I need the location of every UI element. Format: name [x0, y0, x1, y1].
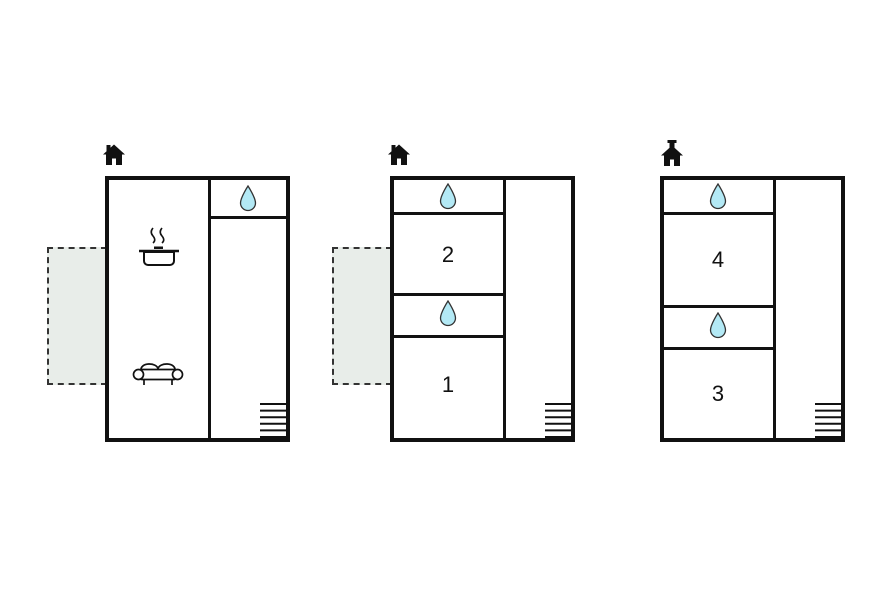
interior-wall [773, 180, 776, 438]
room-label: 4 [711, 247, 725, 272]
floor-plan-second: 4 3 [660, 176, 845, 442]
floor-plan-first: 2 1 [390, 176, 575, 442]
stairs-icon [545, 403, 571, 438]
water-drop-icon [709, 183, 727, 210]
house-icon-first [388, 144, 410, 165]
stairs-icon [260, 403, 286, 438]
sofa-icon [132, 363, 184, 385]
terrace-area-first [332, 247, 392, 385]
house-icon-second [661, 140, 683, 166]
interior-wall [503, 180, 506, 438]
interior-wall [394, 335, 506, 338]
floor-plan-ground [105, 176, 290, 442]
house-icon-ground [103, 144, 125, 165]
room-label: 1 [441, 372, 455, 397]
interior-wall [664, 347, 776, 350]
water-drop-icon [239, 185, 257, 212]
interior-wall [664, 305, 776, 308]
water-drop-icon [709, 312, 727, 339]
water-drop-icon [439, 300, 457, 327]
interior-wall [394, 293, 506, 296]
room-label: 2 [441, 242, 455, 267]
stairs-icon [815, 403, 841, 438]
interior-wall [664, 212, 776, 215]
kitchen-pot-icon [139, 227, 179, 266]
interior-wall [394, 212, 506, 215]
terrace-area-ground [47, 247, 107, 385]
interior-wall [208, 216, 286, 219]
interior-wall [208, 180, 211, 438]
water-drop-icon [439, 183, 457, 210]
room-label: 3 [711, 381, 725, 406]
